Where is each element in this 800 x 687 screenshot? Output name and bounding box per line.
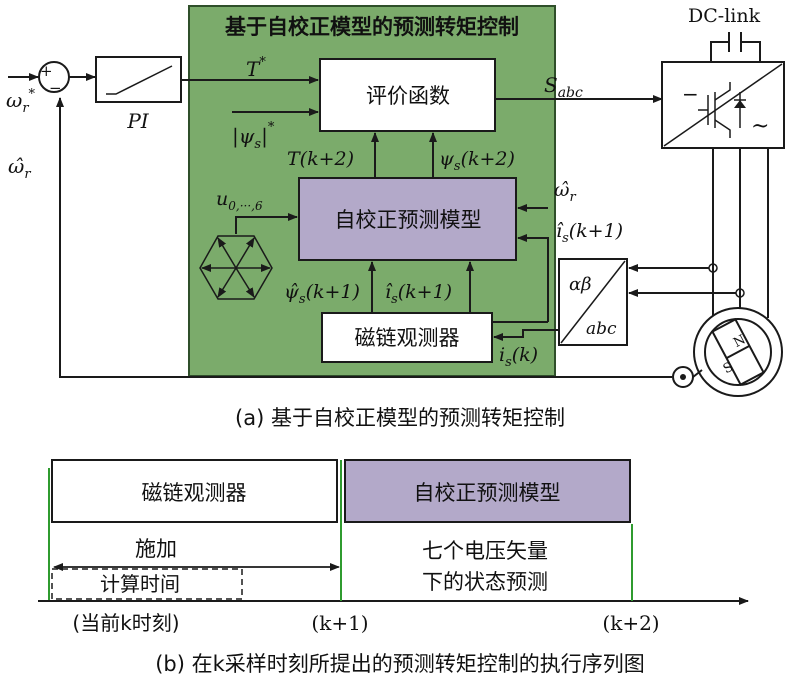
abc-transform-diagonal — [560, 260, 626, 344]
model-bar-label: 自校正预测模型 — [414, 481, 561, 505]
psi-ref-label: |ψs|* — [232, 120, 275, 152]
tick-k-label: (当前k时刻) — [72, 611, 179, 635]
panel-title: 基于自校正模型的预测转矩控制 — [225, 15, 519, 39]
is-hat-in-label: îs(k+1) — [556, 220, 623, 246]
t-pred-label: T(k+2) — [287, 148, 354, 170]
t-ref-label: T* — [246, 55, 266, 81]
seven-vectors-line2: 下的状态预测 — [422, 570, 548, 594]
encoder-shaft — [692, 369, 703, 378]
inverter-tilde: ~ — [751, 114, 769, 139]
omega-hat-feedback-label: ω̂r — [8, 154, 31, 182]
dc-link-wire — [710, 41, 729, 62]
is-hat-right-arrow — [517, 234, 549, 322]
prediction-model-label: 自校正预测模型 — [335, 208, 482, 232]
dc-link-wire-right — [741, 41, 761, 62]
flux-observer-block — [321, 312, 493, 363]
psi-pred-label: ψs(k+2) — [439, 148, 515, 174]
pi-block — [95, 56, 182, 103]
prediction-model-block — [298, 177, 517, 261]
inverter-minus: − — [682, 82, 699, 106]
evaluation-label: 评价函数 — [366, 84, 450, 108]
omega-ref-label: ωr* — [6, 87, 36, 116]
caption-b: (b) 在k采样时刻所提出的预测转矩控制的执行序列图 — [155, 652, 645, 676]
igbt-icon — [698, 82, 746, 138]
dc-link-label: DC-link — [688, 5, 761, 27]
tick-k1-label: (k+1) — [311, 611, 368, 635]
encoder-hub — [680, 374, 686, 380]
tick-k2-label: (k+2) — [602, 611, 659, 635]
observer-bar-label: 磁链观测器 — [142, 481, 247, 505]
summer-minus: − — [49, 79, 62, 97]
voltage-vector-line — [235, 213, 298, 234]
evaluation-block — [319, 58, 496, 132]
s-abc-label: Sabc — [544, 73, 583, 101]
inverter-diagonal — [663, 63, 783, 147]
is-meas-label: is(k) — [499, 344, 538, 370]
voltage-vector-hexagon-icon — [199, 235, 273, 300]
is-meas-line — [493, 329, 559, 341]
pi-ramp-icon — [106, 65, 173, 95]
u-vectors-label: u0,···,6 — [216, 188, 263, 213]
flux-observer-label: 磁链观测器 — [355, 326, 460, 350]
psi-hat-out-label: ψ̂s(k+1) — [284, 281, 360, 307]
calc-time-label: 计算时间 — [100, 572, 180, 596]
caption-a: (a) 基于自校正模型的预测转矩控制 — [235, 406, 565, 430]
model-bar — [344, 459, 631, 523]
alphabeta-label: αβ — [569, 274, 592, 295]
calc-time-box — [51, 568, 243, 600]
summer-plus: + — [40, 62, 53, 80]
seven-vectors-line1: 七个电压矢量 — [422, 539, 548, 563]
motor-icon: N S — [693, 307, 783, 397]
abc-label: abc — [586, 319, 617, 339]
is-hat-out-label: îs(k+1) — [385, 281, 452, 307]
speed-feedback-line — [56, 97, 672, 378]
omega-hat-in-label: ω̂r — [554, 179, 577, 205]
observer-bar — [51, 459, 338, 523]
pi-label: PI — [126, 109, 149, 133]
apply-label: 施加 — [135, 537, 177, 561]
